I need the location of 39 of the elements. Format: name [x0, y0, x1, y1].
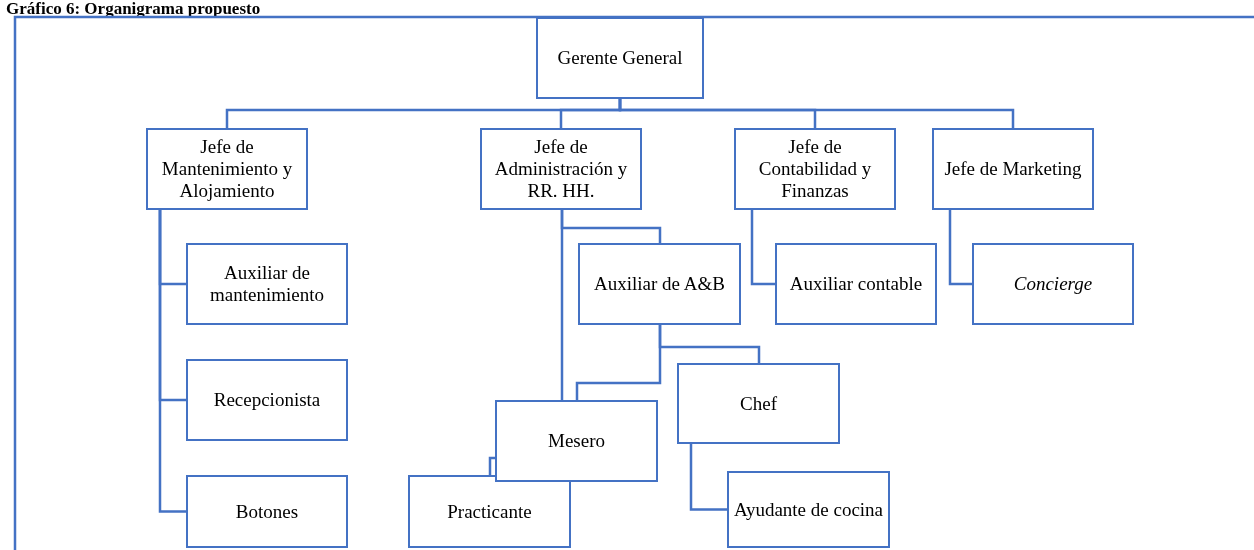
- position-title: Concierge: [1013, 273, 1093, 295]
- position-box: [734, 128, 896, 210]
- position-box: [480, 128, 642, 210]
- position-box: [727, 471, 890, 548]
- position-title: Gerente General: [557, 47, 683, 69]
- connector-line: [948, 210, 972, 286]
- connector-line: [618, 99, 1015, 128]
- position-title: Ayudante de cocina: [733, 498, 884, 521]
- position-box: [408, 475, 571, 548]
- position-title: Jefe de Mantenimiento y Alojamiento: [160, 136, 294, 202]
- position-title: Jefe de Marketing: [944, 158, 1082, 180]
- chart-title: Gráfico 6: Organigrama propuesto: [6, 0, 261, 17]
- position-box: [932, 128, 1094, 210]
- position-box: [186, 359, 348, 441]
- connector-line: [575, 325, 662, 400]
- connector-line: [689, 444, 727, 511]
- connector-line: [158, 210, 186, 513]
- position-title: Chef: [740, 392, 777, 415]
- position-title: Jefe de Contabilidad y Finanzas: [757, 136, 873, 202]
- position-box: [495, 400, 658, 482]
- position-title: Recepcionista: [213, 389, 321, 411]
- position-box: [536, 17, 704, 99]
- connector-line: [560, 210, 564, 400]
- position-title: Botones: [235, 500, 299, 523]
- position-box: [775, 243, 937, 325]
- position-box: [146, 128, 308, 210]
- position-box: [677, 363, 840, 444]
- connector-line: [488, 456, 495, 475]
- position-title: Auxiliar contable: [789, 273, 923, 295]
- connector-line: [750, 210, 775, 286]
- position-title: Jefe de Administración y RR. HH.: [493, 136, 629, 202]
- position-box: [972, 243, 1134, 325]
- position-title: Auxiliar de mantenimiento: [209, 262, 325, 306]
- position-title: Auxiliar de A&B: [594, 273, 725, 295]
- position-box: [578, 243, 741, 325]
- position-box: [186, 243, 348, 325]
- position-box: [186, 475, 348, 548]
- position-title: Mesero: [548, 430, 605, 452]
- position-title: Practicante: [447, 500, 532, 523]
